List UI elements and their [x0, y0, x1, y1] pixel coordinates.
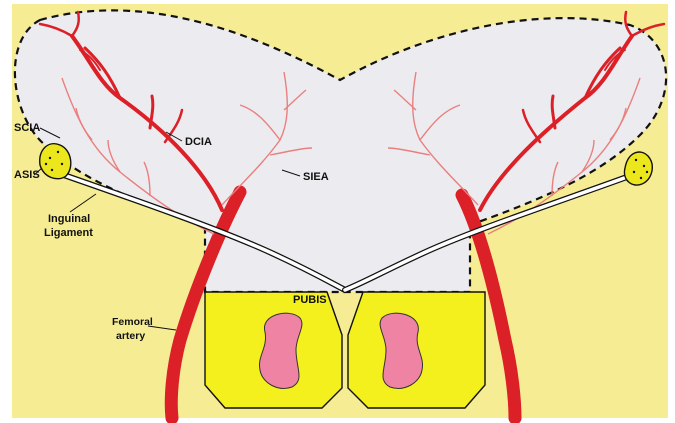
label-femoral-line2: artery [116, 330, 145, 342]
label-pubis: PUBIS [293, 294, 327, 306]
pubis-left [205, 292, 342, 408]
label-femoral-line1: Femoral [112, 316, 153, 328]
obturator-foramen-left [259, 313, 301, 388]
label-scia: SCIA [14, 122, 40, 134]
asis-left [40, 144, 71, 179]
obturator-foramen-right [380, 313, 422, 388]
label-inguinal-line1: Inguinal [48, 213, 90, 225]
label-siea: SIEA [303, 171, 329, 183]
label-asis: ASIS [14, 169, 40, 181]
label-dcia: DCIA [185, 136, 212, 148]
label-inguinal-line2: Ligament [44, 227, 93, 239]
pubis-right [348, 292, 485, 408]
